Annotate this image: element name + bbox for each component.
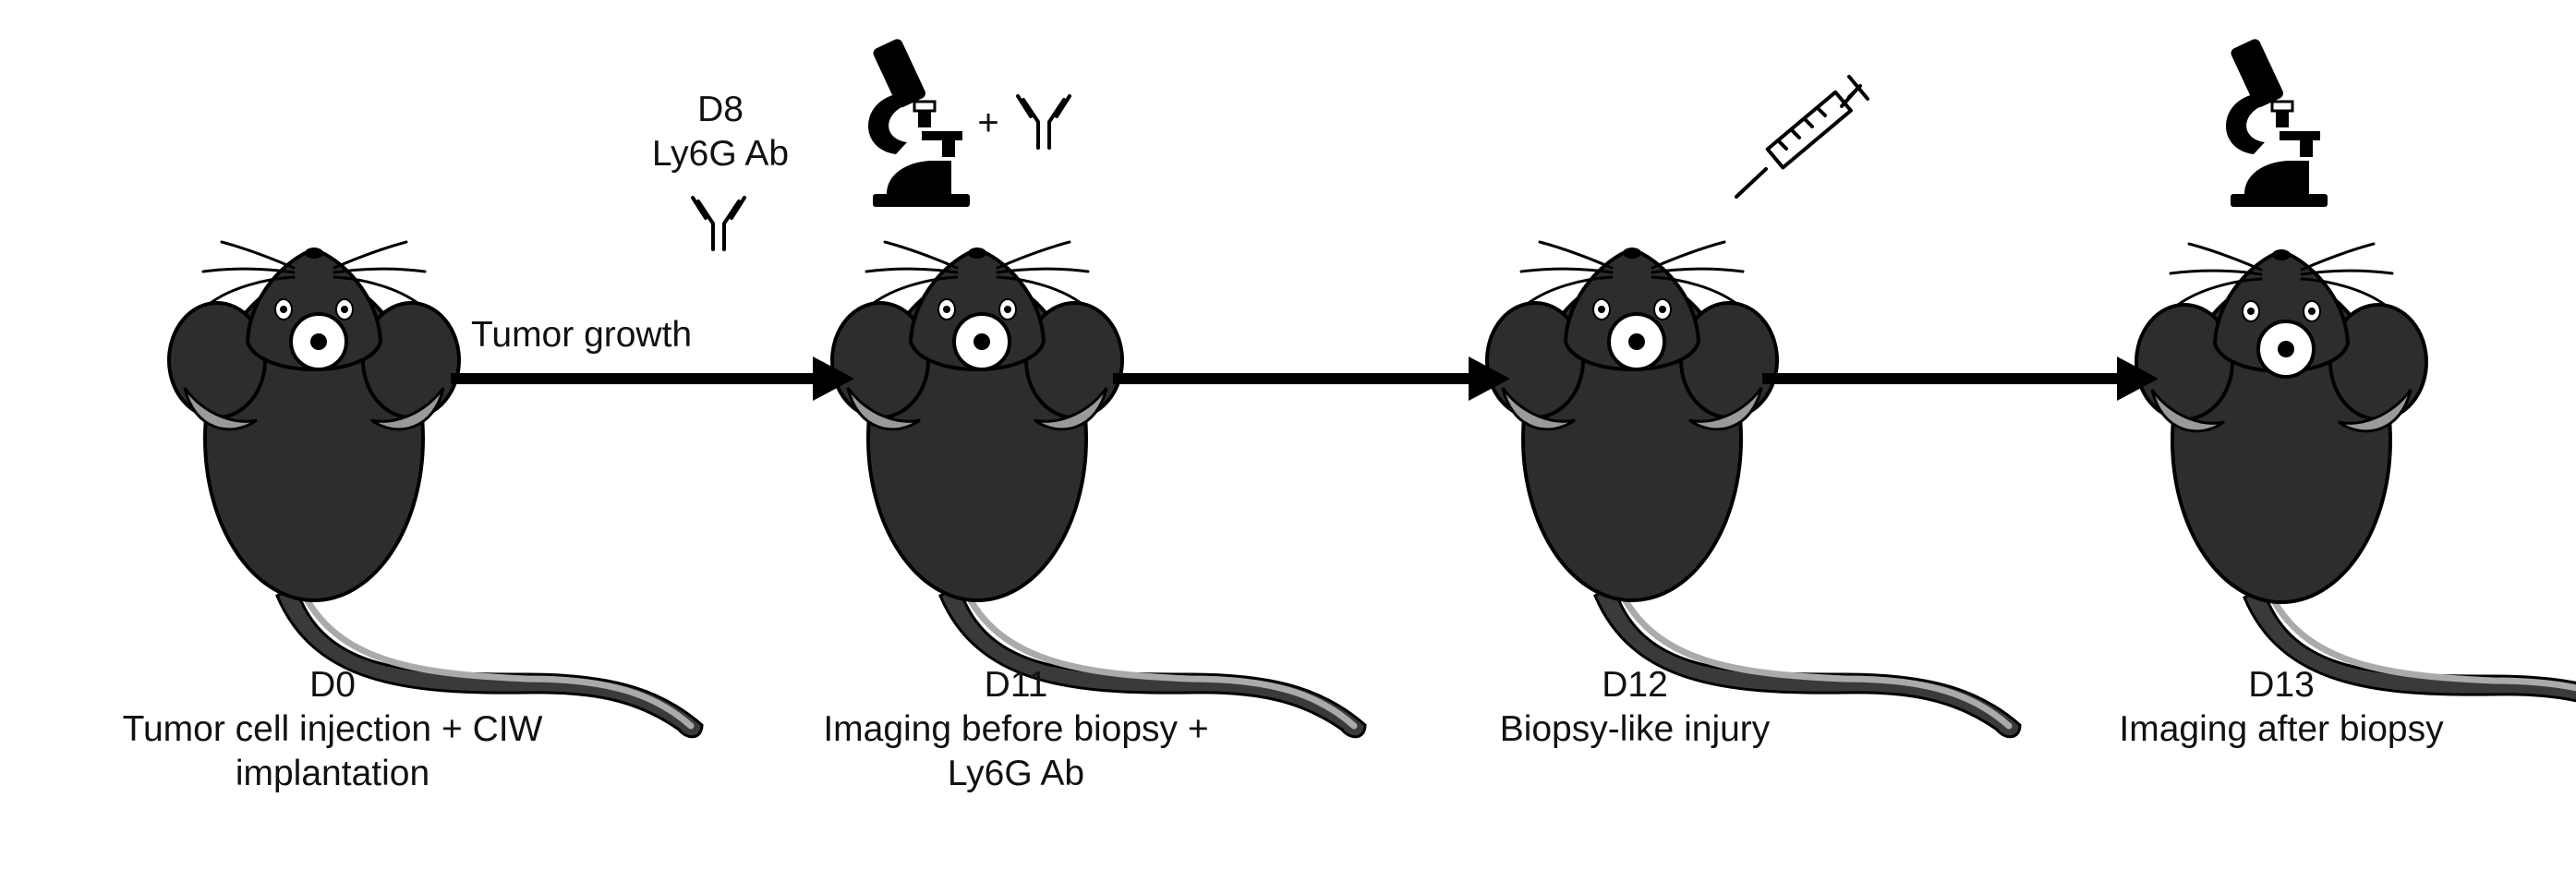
caption-line: implantation — [235, 754, 430, 793]
antibody-icon — [1016, 94, 1071, 150]
caption-d12: D12 Biopsy-like injury — [1339, 663, 1930, 752]
caption-day: D12 — [1602, 665, 1668, 705]
caption-line: Tumor cell injection + CIW — [122, 709, 543, 749]
imaging-window-icon — [1607, 312, 1666, 371]
arrow-d0-d11 — [451, 356, 854, 401]
caption-d13: D13 Imaging after biopsy — [1995, 663, 2568, 752]
arrow-label: Tumor growth — [471, 315, 693, 355]
plus-sign: + — [977, 103, 999, 143]
caption-d0: D0 Tumor cell injection + CIW implantati… — [37, 663, 628, 796]
caption-day: D13 — [2248, 665, 2315, 705]
d8-day-label: D8 — [697, 90, 744, 129]
caption-line: Imaging after biopsy — [2119, 709, 2444, 749]
arrow-d11-d12 — [1113, 356, 1510, 401]
caption-line: Biopsy-like injury — [1499, 709, 1771, 749]
caption-day: D0 — [309, 665, 356, 705]
microscope-icon — [2224, 35, 2329, 209]
imaging-window-icon — [289, 312, 348, 371]
syringe-icon — [1735, 75, 1869, 199]
imaging-window-icon — [952, 312, 1011, 371]
caption-day: D11 — [984, 665, 1048, 705]
imaging-window-icon — [2256, 320, 2316, 379]
caption-d11: D11 Imaging before biopsy + Ly6G Ab — [720, 663, 1312, 796]
arrow-d12-d13 — [1762, 356, 2159, 401]
antibody-icon — [691, 196, 746, 251]
microscope-icon — [866, 35, 972, 209]
caption-line: Imaging before biopsy + — [823, 709, 1209, 749]
caption-line: Ly6G Ab — [947, 754, 1085, 793]
d8-treatment-label: Ly6G Ab — [651, 134, 790, 174]
